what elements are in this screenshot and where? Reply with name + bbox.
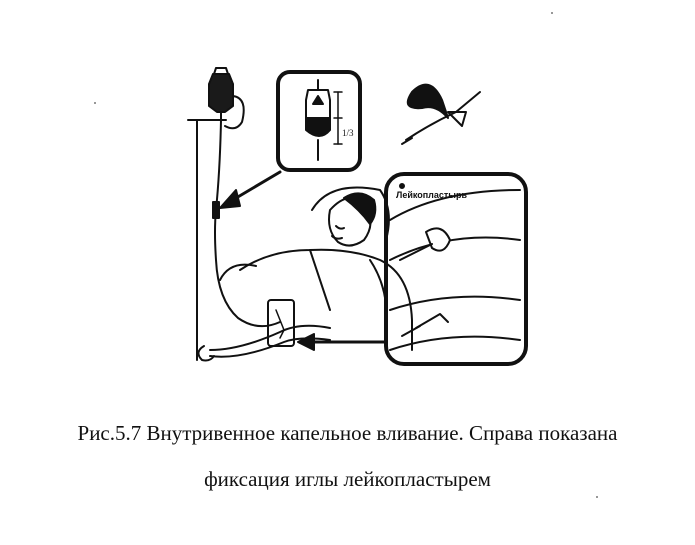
iv-stand bbox=[187, 119, 227, 361]
figure-caption-line-1: Рис.5.7 Внутривенное капельное вливание.… bbox=[77, 421, 618, 445]
pointer-arrow-drip bbox=[219, 170, 282, 209]
fixation-inset bbox=[384, 172, 528, 366]
iv-tube bbox=[214, 119, 281, 328]
scan-speck bbox=[94, 102, 96, 104]
injection-site-frame bbox=[267, 299, 295, 347]
fraction-label: 1/3 bbox=[342, 128, 354, 138]
scan-speck bbox=[596, 496, 598, 498]
iv-drip-illustration: Лейкопластырь 1/3 bbox=[187, 67, 528, 366]
figure-caption-line-2: фиксация иглы лейкопластырем bbox=[204, 467, 491, 491]
pointer-arrow-fixation bbox=[297, 333, 388, 351]
plaster-label: Лейкопластырь bbox=[396, 190, 467, 200]
drip-chamber-inset bbox=[276, 70, 362, 172]
drip-clamp bbox=[212, 201, 220, 219]
drip-bottle bbox=[208, 67, 245, 130]
butterfly-needle bbox=[401, 83, 481, 145]
scan-speck bbox=[551, 12, 553, 14]
patient bbox=[197, 186, 413, 362]
